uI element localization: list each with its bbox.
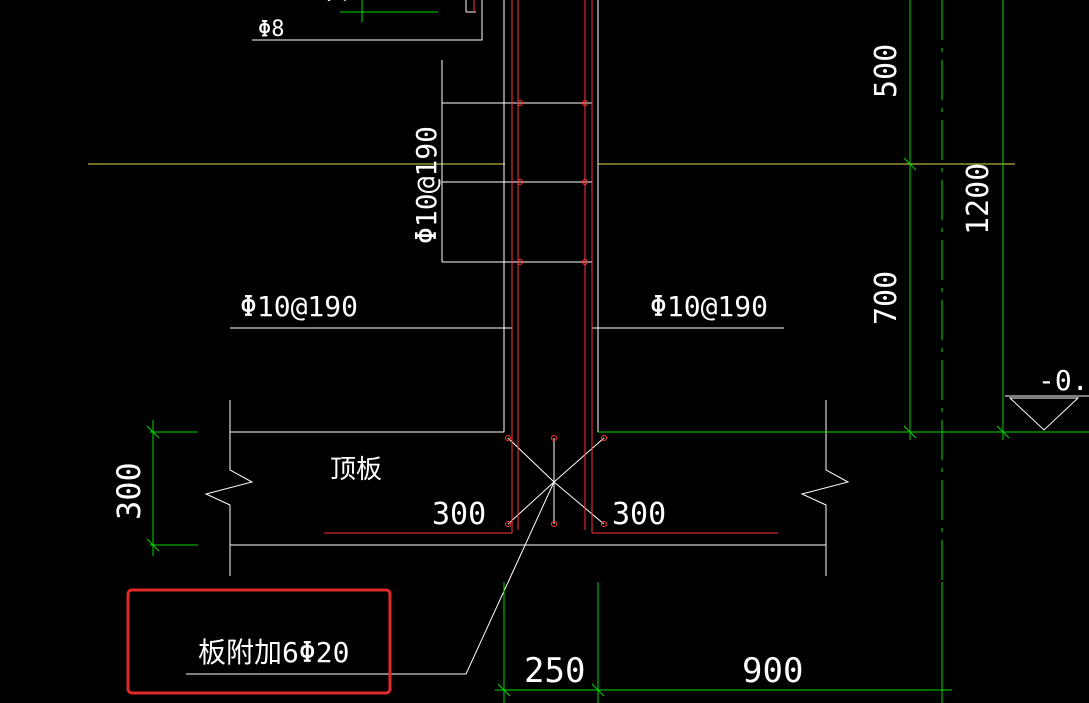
label-top-partial: 10 (323, 0, 353, 4)
label-elevation: -0.8 (1038, 364, 1089, 397)
label-right-bar: Φ10@190 (650, 290, 768, 323)
label-slab-name: 顶板 (330, 455, 382, 485)
label-phi8: Φ8 (258, 17, 285, 42)
labels: Φ8 10 Φ10@190 Φ10@190 Φ10@190 顶板 300 300… (110, 0, 1089, 691)
label-extra-rebar: 板附加6Φ20 (198, 636, 349, 669)
label-wall-width: 250 (524, 651, 585, 691)
label-left-bar: Φ10@190 (240, 290, 358, 323)
label-vertical-spacing: Φ10@190 (410, 126, 443, 244)
label-slab-thickness: 300 (110, 462, 148, 520)
highlight-box (126, 588, 392, 695)
label-dim-700: 700 (869, 271, 904, 325)
label-right-offset: 300 (612, 497, 666, 532)
rebar (324, 0, 778, 534)
label-dim-500: 500 (869, 44, 904, 98)
dimension-lines (146, 0, 1089, 703)
label-left-offset: 300 (432, 497, 486, 532)
rebar-dots (505, 100, 607, 527)
label-dim-1200: 1200 (961, 163, 996, 235)
label-right-width: 900 (742, 651, 803, 691)
concrete-outline (186, 0, 1089, 675)
